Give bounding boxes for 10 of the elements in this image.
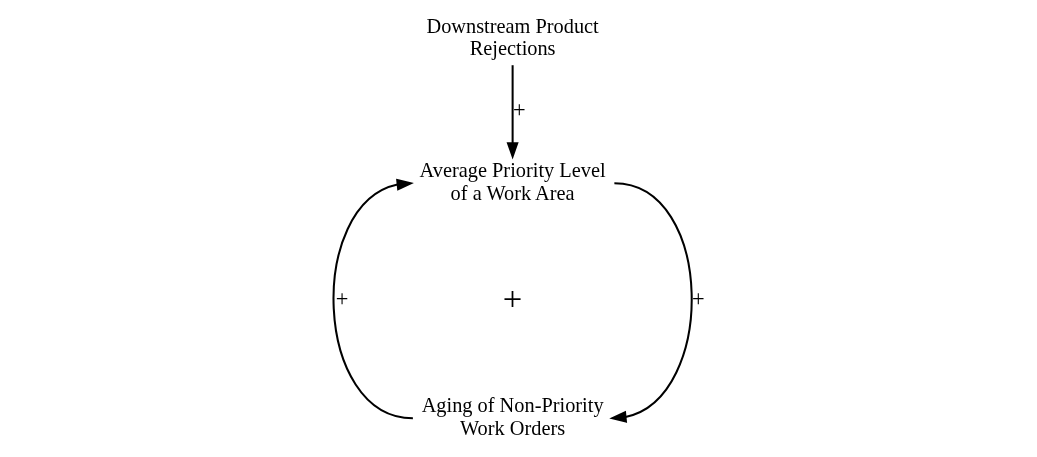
arrow	[332, 178, 414, 420]
label: +	[502, 278, 522, 317]
arrow	[506, 65, 519, 160]
edge-label: +	[691, 286, 705, 312]
edge-label: +	[335, 286, 348, 312]
edge-label: +	[512, 96, 526, 122]
node-text: Downstream Product Rejections	[425, 14, 599, 60]
arrow	[608, 182, 693, 423]
node-text: Average Priority Level of a Work Area	[419, 159, 606, 204]
node-text: Aging of Non-Priority Work Orders	[421, 394, 604, 439]
